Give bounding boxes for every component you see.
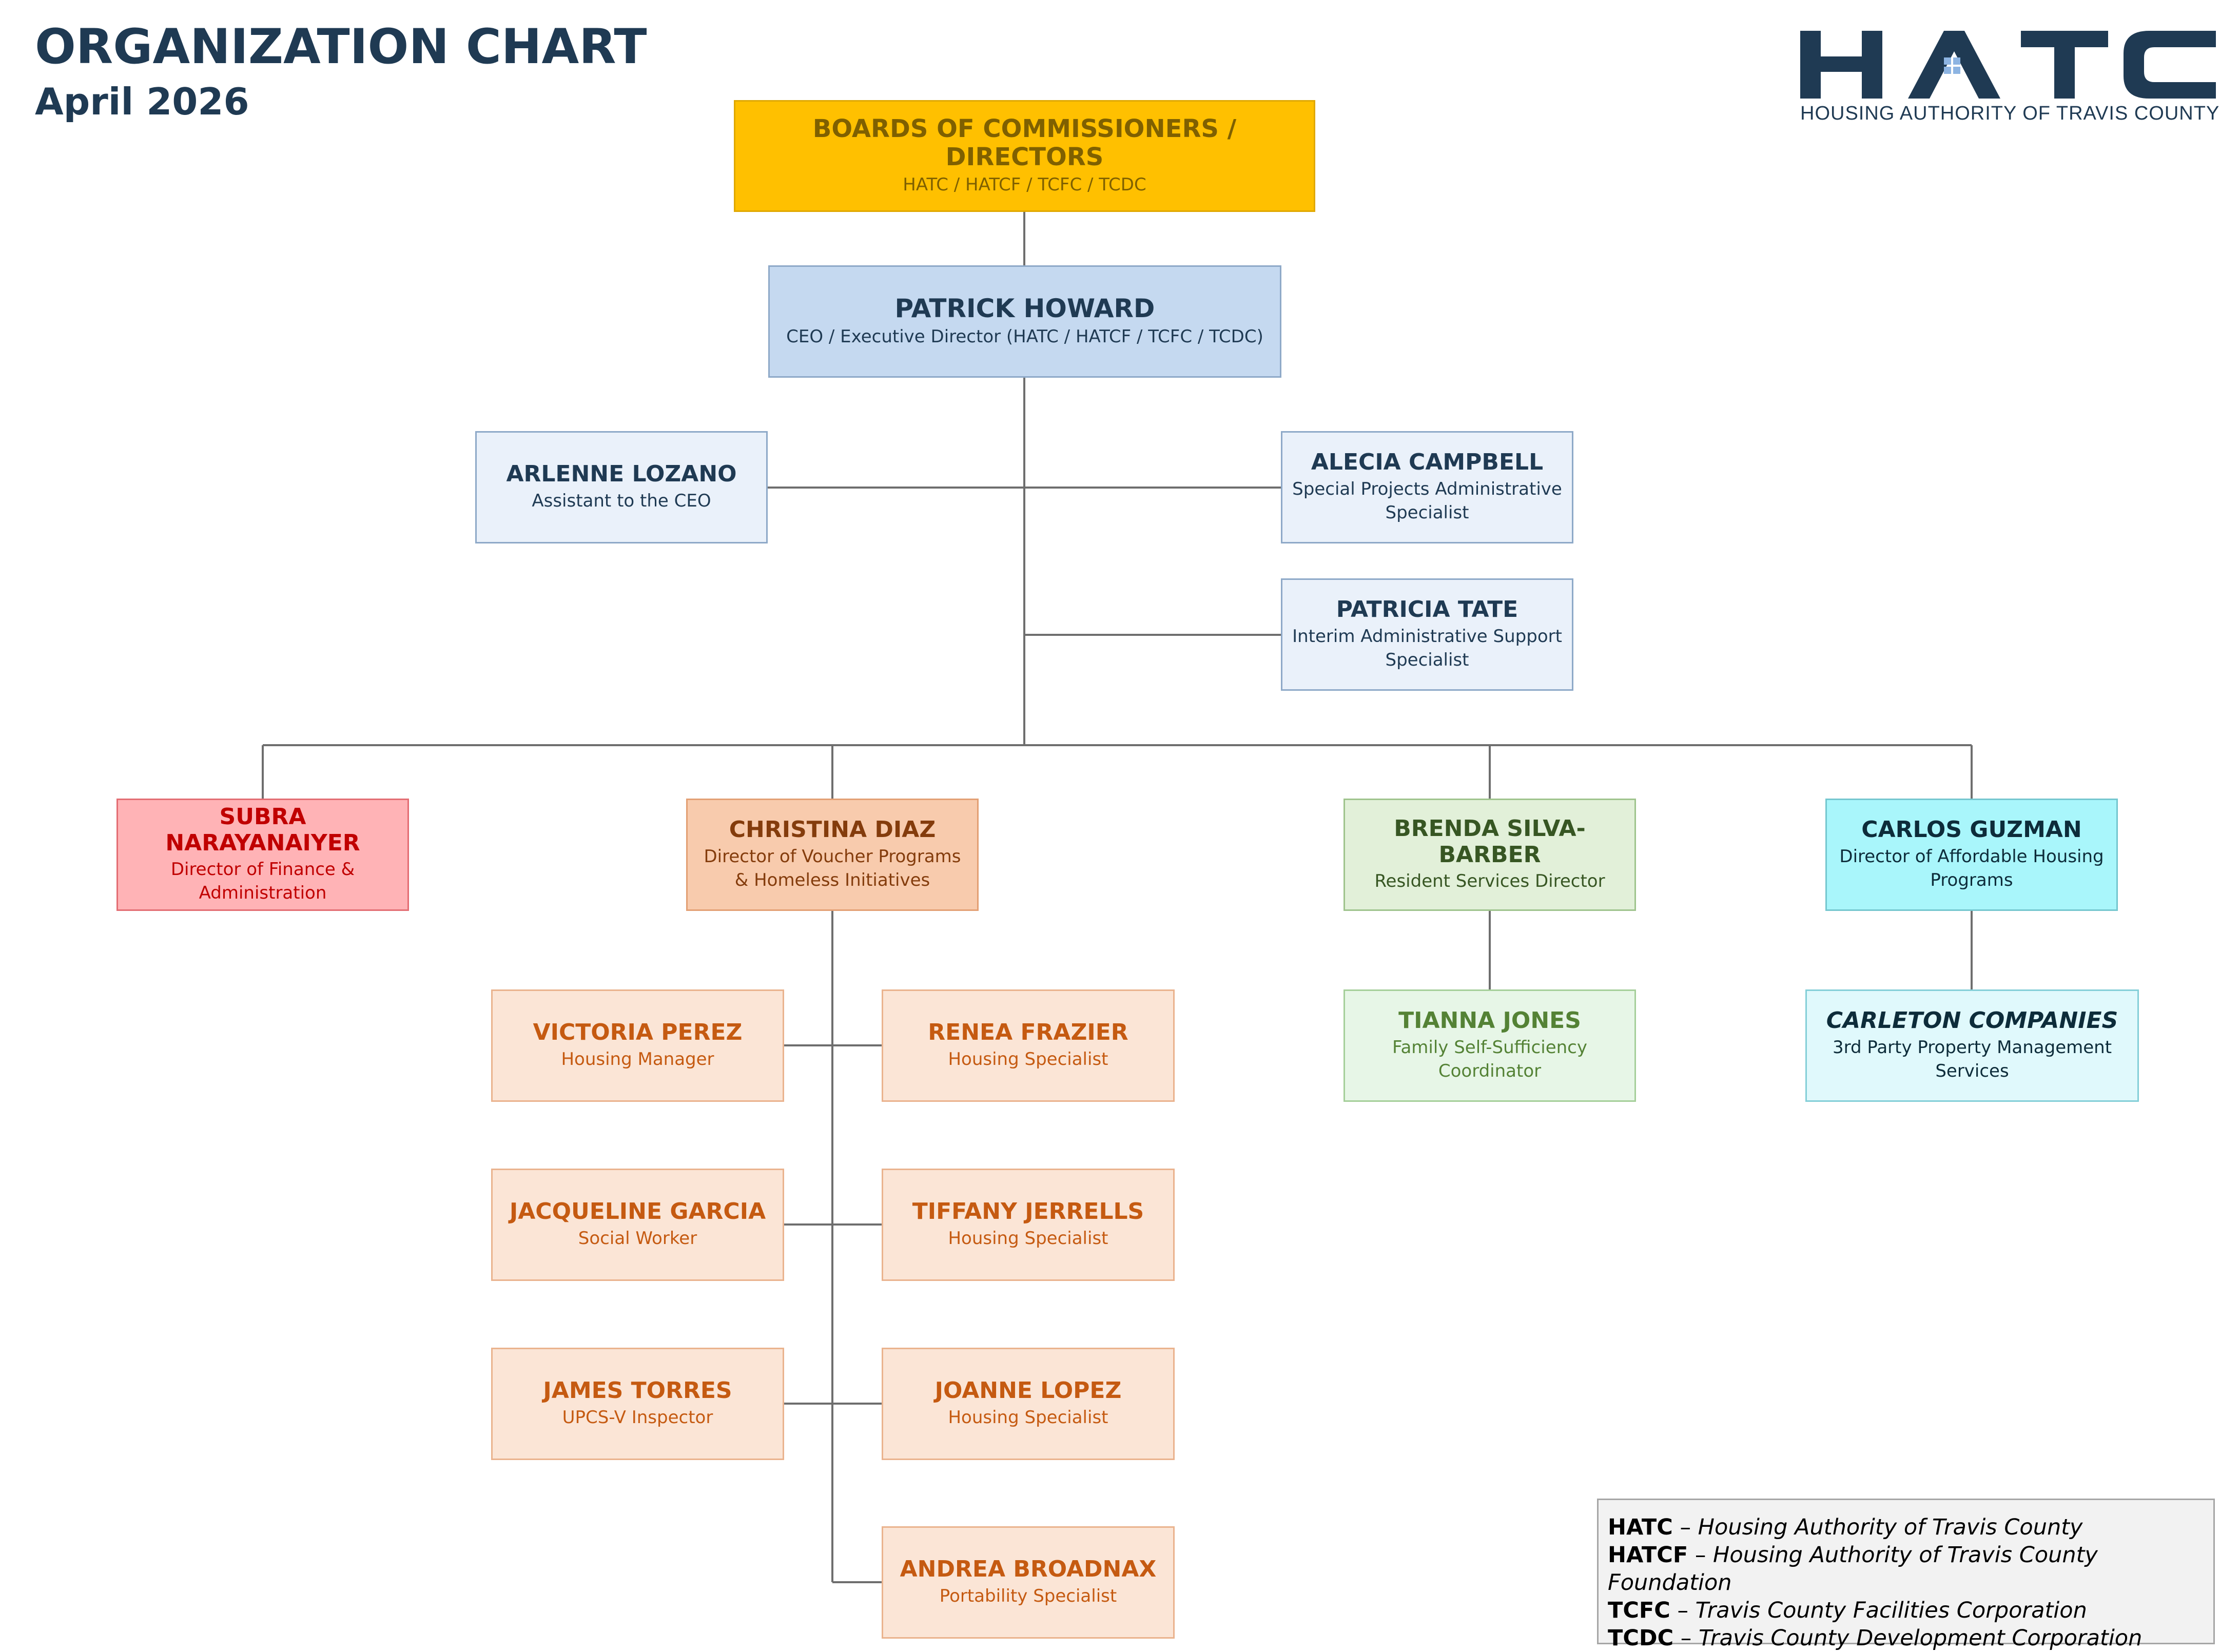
- legend-definition: Housing Authority of Travis County Found…: [1608, 1542, 2098, 1596]
- node-frazier: RENEA FRAZIER Housing Specialist: [882, 989, 1175, 1102]
- node-name: JAMES TORRES: [543, 1377, 732, 1404]
- node-role: Interim Administrative Support Specialis…: [1292, 626, 1562, 670]
- node-name: ANDREA BROADNAX: [900, 1556, 1157, 1583]
- node-name: TIANNA JONES: [1398, 1007, 1581, 1034]
- legend-abbr: TCDC: [1608, 1625, 1674, 1651]
- node-role: Resident Services Director: [1374, 871, 1605, 892]
- node-name: JACQUELINE GARCIA: [509, 1198, 766, 1225]
- node-finance-director: SUBRA NARAYANAIYER Director of Finance &…: [116, 799, 409, 911]
- node-jones: TIANNA JONES Family Self-Sufficiency Coo…: [1343, 989, 1636, 1102]
- legend-definition: Travis County Facilities Corporation: [1695, 1598, 2087, 1623]
- node-name: RENEA FRAZIER: [928, 1019, 1128, 1046]
- logo-tagline: HOUSING AUTHORITY OF TRAVIS COUNTY: [1800, 103, 2220, 124]
- node-role: Director of Voucher Programs & Homeless …: [704, 846, 961, 890]
- node-lozano: ARLENNE LOZANO Assistant to the CEO: [475, 431, 768, 543]
- node-resident-director: BRENDA SILVA-BARBER Resident Services Di…: [1343, 799, 1636, 911]
- node-name: JOANNE LOPEZ: [934, 1377, 1122, 1404]
- legend-row: HATC – Housing Authority of Travis Count…: [1608, 1514, 2083, 1540]
- legend-definition: Housing Authority of Travis County: [1698, 1514, 2083, 1540]
- node-role: Family Self-Sufficiency Coordinator: [1392, 1037, 1587, 1081]
- node-name: TIFFANY JERRELLS: [912, 1198, 1144, 1225]
- legend-row: TCDC – Travis County Development Corpora…: [1608, 1625, 2143, 1651]
- node-name: BRENDA SILVA-BARBER: [1394, 815, 1586, 868]
- node-role: Director of Finance & Administration: [170, 859, 355, 904]
- node-role: Portability Specialist: [939, 1585, 1117, 1606]
- node-name: ALECIA CAMPBELL: [1311, 449, 1544, 476]
- legend-abbr: HATC: [1608, 1514, 1673, 1540]
- node-name: VICTORIA PEREZ: [533, 1019, 743, 1046]
- node-name: SUBRA NARAYANAIYER: [165, 804, 360, 856]
- legend-row: TCFC – Travis County Facilities Corporat…: [1608, 1598, 2087, 1623]
- node-voucher-director: CHRISTINA DIAZ Director of Voucher Progr…: [686, 799, 979, 911]
- node-role: Assistant to the CEO: [532, 490, 711, 511]
- node-name: PATRICIA TATE: [1336, 596, 1518, 623]
- legend-abbr: HATCF: [1608, 1542, 1688, 1568]
- node-ceo: PATRICK HOWARD CEO / Executive Director …: [768, 265, 1281, 378]
- node-tate: PATRICIA TATE Interim Administrative Sup…: [1281, 578, 1573, 691]
- node-lopez: JOANNE LOPEZ Housing Specialist: [882, 1348, 1175, 1460]
- node-broadnax: ANDREA BROADNAX Portability Specialist: [882, 1526, 1175, 1639]
- node-role: Housing Specialist: [948, 1048, 1108, 1070]
- node-role: CEO / Executive Director (HATC / HATCF /…: [786, 326, 1263, 347]
- node-perez: VICTORIA PEREZ Housing Manager: [491, 989, 784, 1102]
- node-name: BOARDS OF COMMISSIONERS / DIRECTORS: [812, 114, 1237, 172]
- node-board: BOARDS OF COMMISSIONERS / DIRECTORS HATC…: [734, 100, 1315, 212]
- node-role: UPCS-V Inspector: [562, 1407, 713, 1428]
- page-date: April 2026: [35, 80, 249, 123]
- hatc-logo: [1800, 31, 2216, 99]
- node-campbell: ALECIA CAMPBELL Special Projects Adminis…: [1281, 431, 1573, 543]
- legend-row: HATCF – Housing Authority of Travis Coun…: [1608, 1542, 2098, 1596]
- node-role: Special Projects Administrative Speciali…: [1292, 478, 1562, 523]
- node-role: 3rd Party Property Management Services: [1832, 1037, 2112, 1081]
- legend-definition: Travis County Development Corporation: [1698, 1625, 2143, 1651]
- node-role: Housing Specialist: [948, 1228, 1108, 1249]
- node-torres: JAMES TORRES UPCS-V Inspector: [491, 1348, 784, 1460]
- node-role: Director of Affordable Housing Programs: [1839, 846, 2104, 890]
- node-name: CARLETON COMPANIES: [1826, 1007, 2118, 1034]
- node-role: Social Worker: [578, 1228, 697, 1249]
- node-jerrells: TIFFANY JERRELLS Housing Specialist: [882, 1169, 1175, 1281]
- page-title: ORGANIZATION CHART: [35, 19, 647, 75]
- node-name: PATRICK HOWARD: [894, 293, 1155, 323]
- node-name: CHRISTINA DIAZ: [729, 817, 936, 843]
- node-role: Housing Specialist: [948, 1407, 1108, 1428]
- node-role: Housing Manager: [561, 1048, 714, 1070]
- legend-abbr: TCFC: [1608, 1598, 1670, 1623]
- node-role: HATC / HATCF / TCFC / TCDC: [903, 174, 1146, 196]
- node-afford-director: CARLOS GUZMAN Director of Affordable Hou…: [1825, 799, 2118, 911]
- node-carleton: CARLETON COMPANIES 3rd Party Property Ma…: [1805, 989, 2139, 1102]
- node-name: ARLENNE LOZANO: [506, 461, 737, 488]
- node-garcia: JACQUELINE GARCIA Social Worker: [491, 1169, 784, 1281]
- abbreviation-legend: HATC – Housing Authority of Travis Count…: [1597, 1499, 2215, 1651]
- node-name: CARLOS GUZMAN: [1861, 817, 2082, 843]
